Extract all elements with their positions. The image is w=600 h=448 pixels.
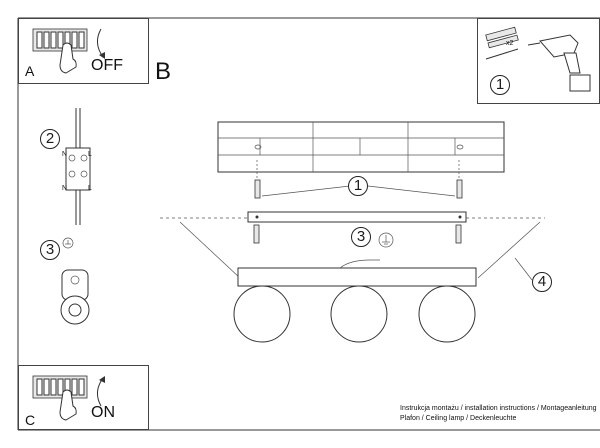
footer-line-2: Plafon / Ceiling lamp / Deckenleuchte — [400, 415, 517, 422]
panel-b-letter: B — [155, 58, 172, 85]
tools-step-callout: 1 — [490, 75, 510, 95]
suspension-cable — [160, 217, 545, 281]
breaker-panel-icon — [32, 28, 88, 52]
screw-icon — [456, 160, 463, 199]
lamp-body — [237, 259, 477, 287]
quantity-label: x2 — [506, 40, 514, 47]
panel-c: C ON — [18, 365, 149, 430]
hand-icon — [59, 389, 77, 421]
breaker-panel-icon — [32, 375, 88, 399]
hand-icon — [59, 42, 77, 74]
ground-symbol-icon — [378, 232, 394, 248]
off-label: OFF — [91, 57, 123, 74]
wiring-step-callout: 2 — [40, 129, 60, 149]
cable-step-callout: 4 — [532, 272, 552, 292]
drill-icon — [527, 34, 591, 92]
panel-c-letter: C — [25, 412, 36, 428]
panel-a-letter: A — [25, 63, 35, 79]
globe-shade — [233, 285, 476, 343]
tools-illustration — [485, 26, 591, 92]
tools-panel: x2 1 — [477, 18, 600, 104]
wire-label-n-top: N — [62, 151, 68, 158]
ground-main-step-callout: 3 — [351, 227, 371, 247]
panel-a: A OFF — [18, 18, 149, 84]
ground-terminal-icon — [60, 269, 90, 325]
mounting-bracket — [247, 211, 467, 223]
screw-icon — [485, 48, 519, 60]
wire-label-n-bot: N — [62, 185, 68, 192]
ground-symbol-icon — [62, 237, 74, 249]
breaker-on-illustration — [32, 375, 105, 421]
breaker-off-illustration — [32, 28, 105, 74]
screw-icon — [254, 160, 261, 199]
wire-label-l-top: L — [88, 151, 92, 158]
ground-step-callout: 3 — [40, 240, 60, 260]
ceiling-plate — [217, 121, 505, 173]
wall-plug-icon — [485, 26, 519, 49]
footer-line-1: Instrukcja montażu / installation instru… — [400, 405, 597, 412]
terminal-block-icon — [65, 108, 91, 225]
on-label: ON — [91, 404, 115, 421]
mount-step-callout: 1 — [348, 176, 368, 196]
wire-label-l-bot: L — [88, 185, 92, 192]
